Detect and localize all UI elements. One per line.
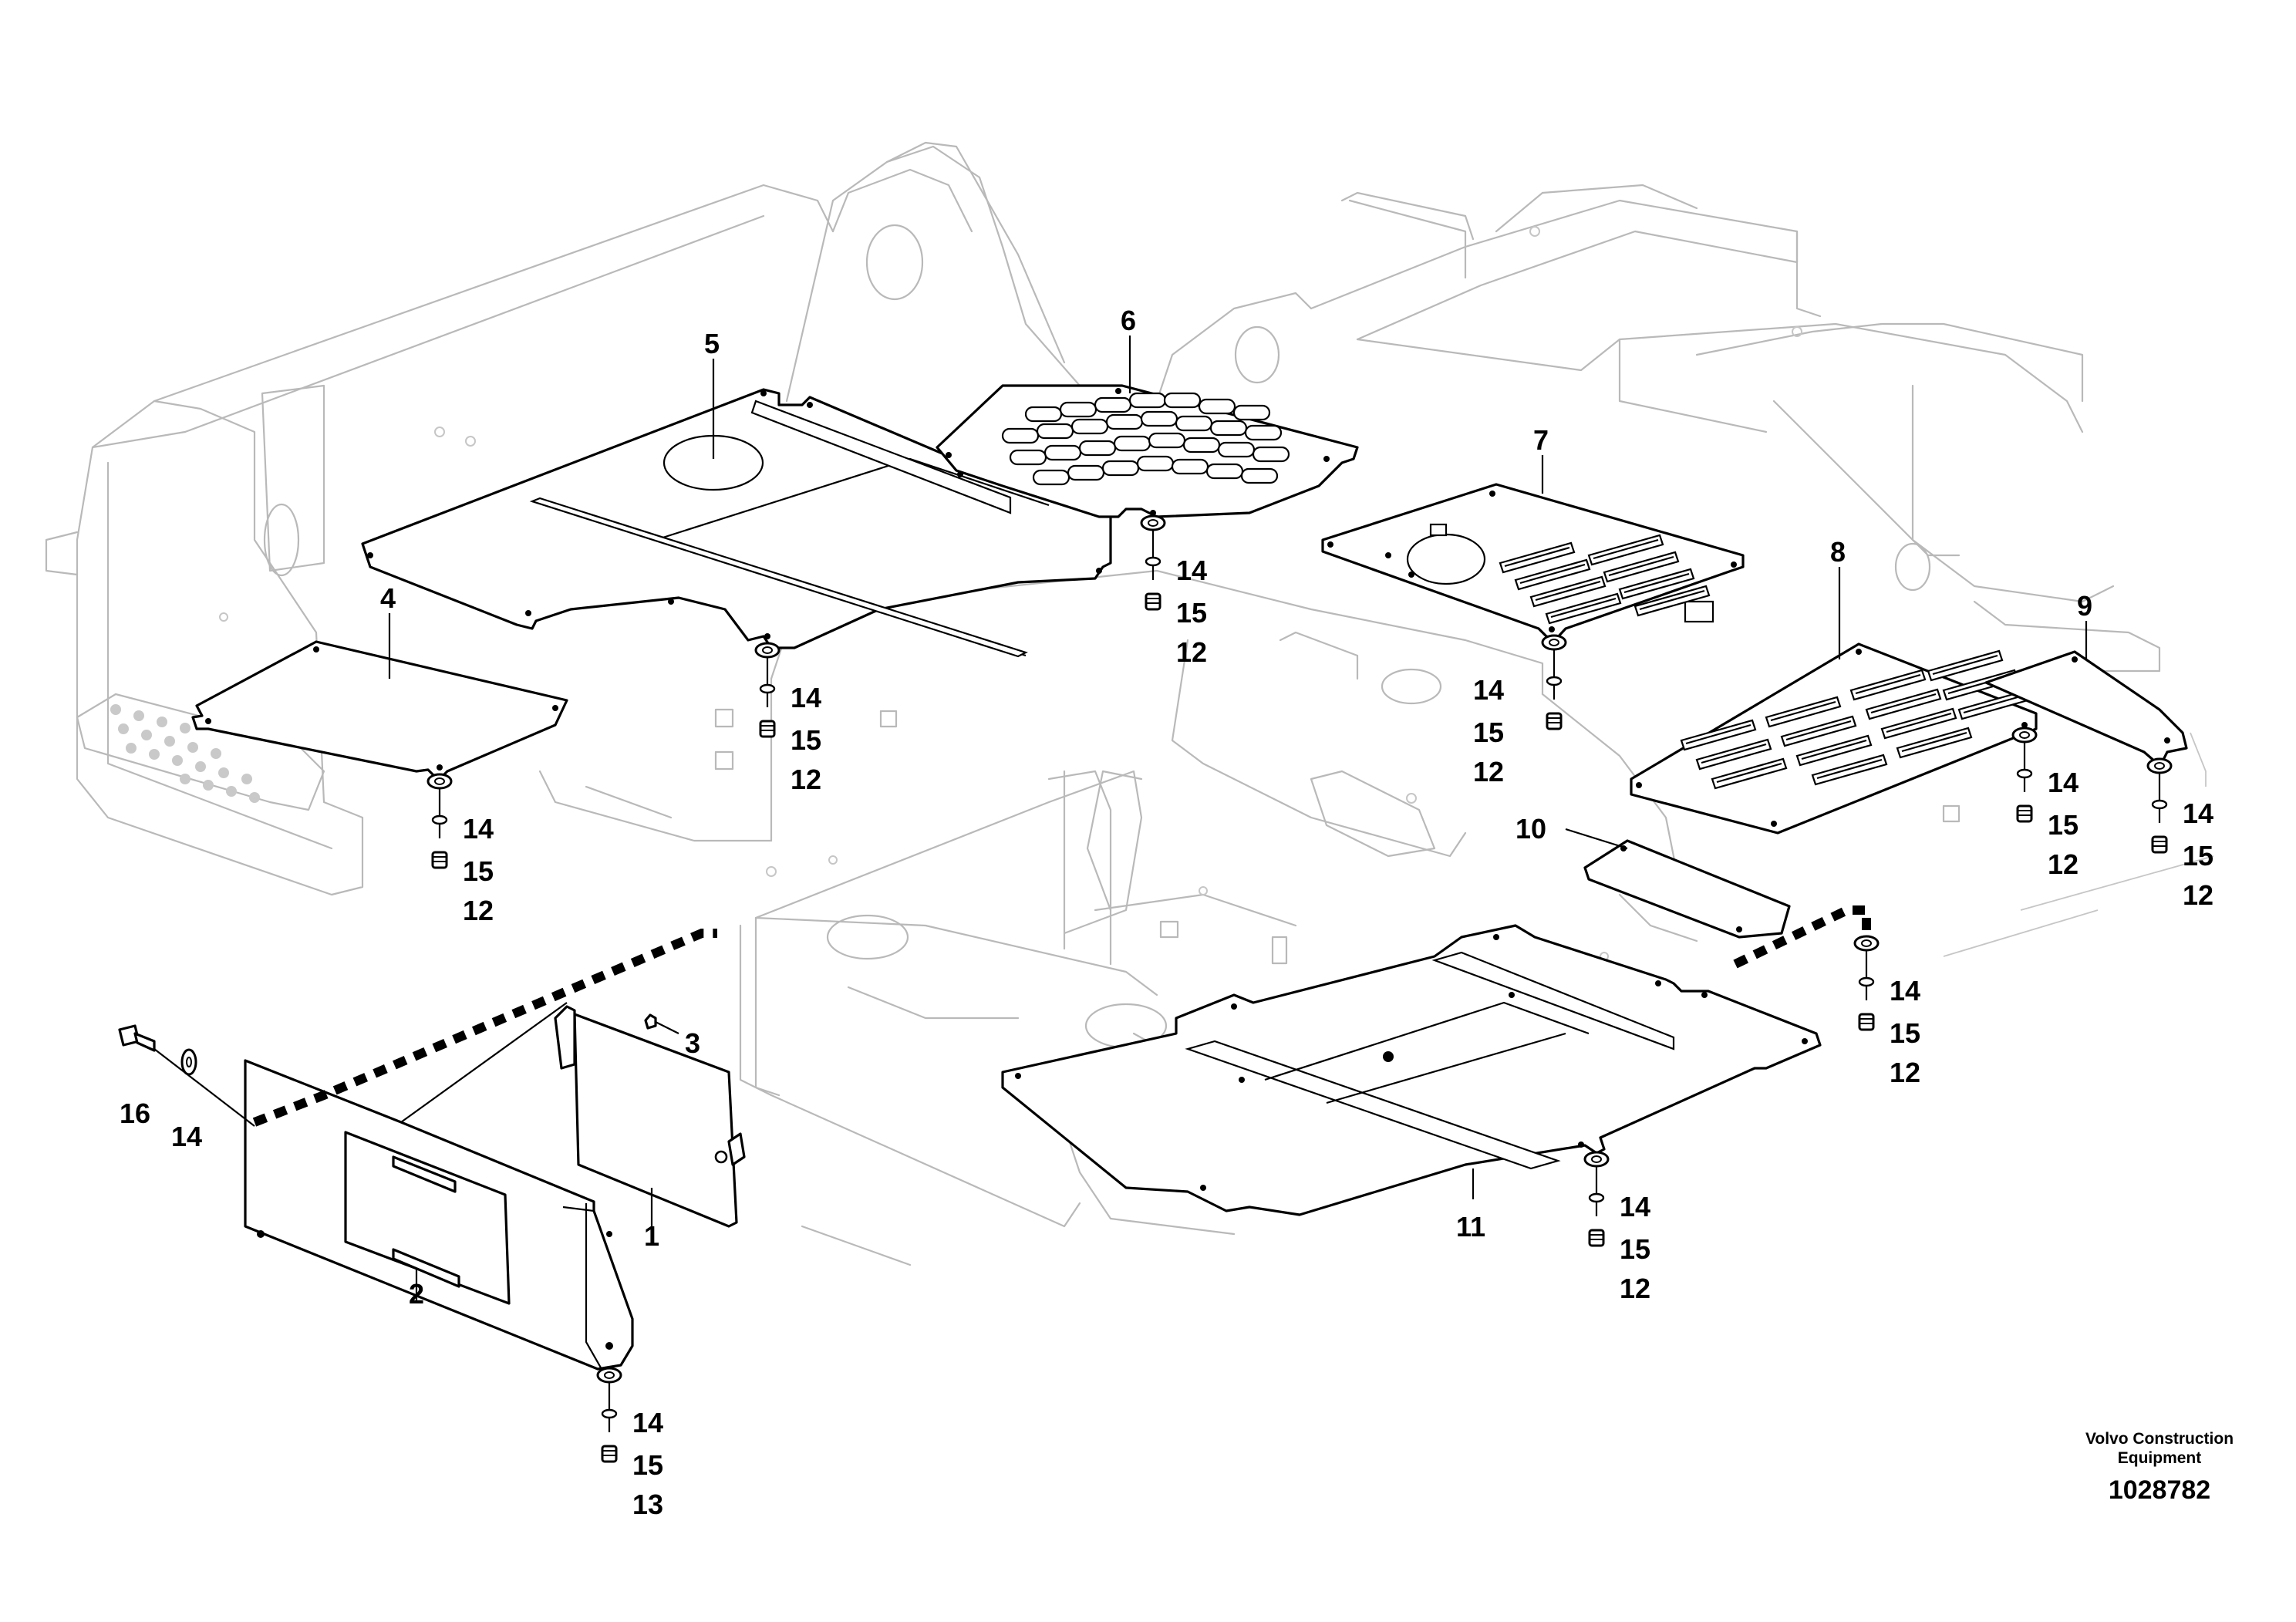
part-4-cover-plate: [191, 640, 568, 777]
callout-6: 6: [1121, 305, 1136, 336]
callout-11: 11: [1456, 1211, 1485, 1243]
callout-14: 14: [1620, 1191, 1650, 1222]
callout-4: 4: [380, 582, 396, 614]
fastener-stack-part-9: [2146, 757, 2173, 854]
fastener-stack-part-7: [1541, 634, 1567, 730]
fastener-stack-part-11: [1583, 1151, 1610, 1247]
callout-15: 15: [1473, 717, 1504, 748]
machine-frame-outline: [45, 141, 2214, 1266]
callout-14: 14: [1890, 975, 1920, 1007]
callout-14: 14: [1473, 674, 1504, 706]
drawing-number: 1028782: [2108, 1475, 2211, 1505]
part-6-grille-panel: [936, 384, 1359, 518]
callout-8: 8: [1830, 536, 1846, 568]
callout-12: 12: [2048, 848, 2079, 880]
callout-12: 12: [1473, 756, 1504, 787]
publisher-line-2: Equipment: [2117, 1449, 2202, 1467]
callout-3: 3: [685, 1027, 700, 1059]
callout-12: 12: [2183, 879, 2213, 911]
part-9-cover-strip: [1984, 650, 2188, 764]
callout-12: 12: [1620, 1273, 1650, 1304]
callout-15: 15: [632, 1449, 663, 1481]
part-11-floor-plate: [1001, 924, 1822, 1216]
callout-14: 14: [2183, 798, 2213, 829]
callout-15: 15: [2048, 809, 2079, 841]
fastener-stack-part-5: [754, 642, 781, 738]
callout-15: 15: [463, 855, 494, 887]
part-8-louver-panel: [1630, 642, 2038, 835]
callout-15: 15: [1890, 1017, 1920, 1049]
callout-12: 12: [1890, 1057, 1920, 1088]
fastener-stack-part-10: [1853, 935, 1880, 1031]
part-7-louver-panel: [1321, 483, 1745, 640]
callout-14: 14: [791, 682, 821, 713]
fastener-stack-part-8: [2011, 727, 2038, 823]
step-holes: [110, 704, 260, 803]
fastener-stack-part-2: [596, 1367, 622, 1463]
callout-1: 1: [644, 1220, 659, 1252]
callout-10: 10: [1515, 813, 1546, 845]
callout-2: 2: [409, 1278, 424, 1310]
callout-12: 12: [791, 764, 821, 795]
callout-15: 15: [1620, 1233, 1650, 1265]
callout-16: 16: [120, 1098, 150, 1129]
callout-15: 15: [2183, 840, 2213, 872]
publisher-line-1: Volvo Construction: [2085, 1430, 2234, 1448]
part-16-bolt: [118, 1024, 255, 1127]
callout-9: 9: [2077, 590, 2092, 622]
reference-line-right: [1733, 905, 1871, 969]
fastener-stack-part-4: [426, 773, 453, 869]
publisher-label: Volvo Construction Equipment: [2013, 1429, 2296, 1468]
callout-14: 14: [2048, 767, 2079, 798]
callout-12: 12: [1176, 636, 1207, 668]
callout-14: 14: [1176, 555, 1207, 586]
callout-7: 7: [1533, 424, 1549, 456]
fastener-stack-part-6: [1140, 514, 1166, 611]
callout-13: 13: [632, 1489, 663, 1520]
part-1-access-cover: [554, 1005, 746, 1228]
callout-12: 12: [463, 895, 494, 926]
callout-leaders: [388, 336, 2088, 1303]
callout-15: 15: [1176, 597, 1207, 629]
callout-14: 14: [463, 813, 494, 845]
part-10-cover-strip: [1583, 839, 1791, 939]
callout-14: 14: [632, 1407, 663, 1438]
callout-5: 5: [704, 328, 720, 359]
callout-labels: 5 4 6 7 8 9 10 11 2 1 3 16 14 14 15 12 1…: [120, 305, 2213, 1520]
part-2-bracket: [244, 1002, 634, 1371]
callout-15: 15: [791, 724, 821, 756]
part-5-cover-plate: [361, 388, 1112, 658]
callout-14-bolt: 14: [171, 1121, 202, 1152]
